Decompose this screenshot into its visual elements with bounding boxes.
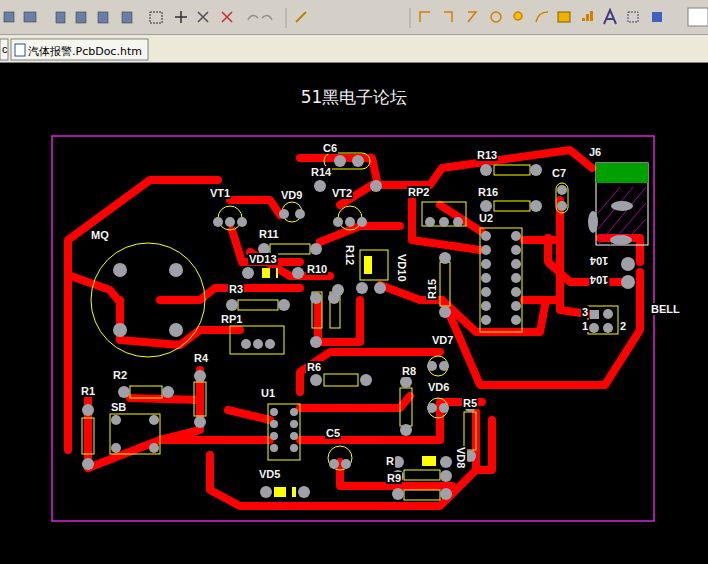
designator-label: R15 [426,278,438,300]
designator-label: R2 [112,369,128,381]
designator-label: 1 [581,320,589,332]
designator-label: C6 [322,142,338,154]
designator-label: C5 [325,427,341,439]
designator-label: 3 [581,306,589,318]
toolbar-icons [0,0,708,34]
filled-silkscreen [262,256,436,497]
designator-label: VD10 [396,253,408,283]
document-tab: 汽体报警.PcbDoc.htm [28,40,144,60]
designator-label: R13 [476,149,498,161]
tab-title: 汽体报警.PcbDoc.htm [28,45,142,58]
board-outline [52,136,654,521]
designator-label: VT2 [331,187,353,199]
designator-label: RP2 [407,186,430,198]
designator-label: R1 [80,385,96,397]
silkscreen-outlines [82,153,618,500]
designator-label: R9 [386,472,402,484]
designator-label: U1 [260,387,276,399]
designator-label: MQ [90,229,110,241]
designator-label: 104 [589,274,609,286]
designator-label: R14 [310,166,332,178]
designator-label: SB [110,401,127,413]
designator-label: VD5 [258,468,281,480]
designator-label: R8 [401,365,417,377]
designator-label: R11 [258,228,280,240]
designator-label: 104 [589,255,609,267]
designator-label: VD9 [280,189,303,201]
connector-j6 [588,163,648,245]
designator-label: VD7 [431,334,454,346]
designator-label: BELL [650,303,681,315]
designator-label: R3 [228,283,244,295]
designator-label: VT1 [209,187,231,199]
tab-fragment: c [1,43,9,55]
toolbar [0,0,708,35]
pads [82,155,635,500]
designator-label: R5 [462,397,478,409]
designator-label: R [385,455,395,467]
designator-label: R6 [306,361,322,373]
designator-label: R12 [344,244,356,266]
designator-label: VD8 [455,446,467,469]
designator-label: C7 [551,167,567,179]
watermark-title: 51黑电子论坛 [0,86,708,108]
designator-label: R10 [306,263,328,275]
designator-label: RP1 [220,313,243,325]
designator-label: 2 [619,320,627,332]
designator-label: VD6 [427,381,450,393]
designator-label: R4 [193,352,209,364]
designator-label: J6 [588,146,602,158]
designator-label: U2 [478,212,494,224]
designator-label: VD13 [248,253,278,265]
designator-label: R16 [477,186,499,198]
copper-traces [68,150,640,506]
